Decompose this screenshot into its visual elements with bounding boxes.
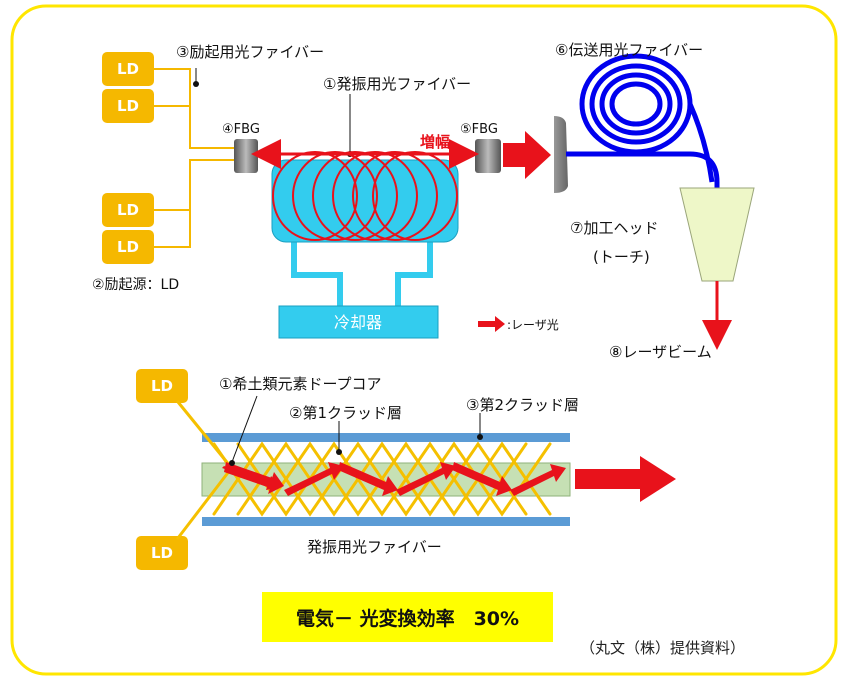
svg-text:LD: LD — [117, 97, 139, 115]
fbg-right — [475, 139, 501, 173]
svg-text:LD: LD — [151, 544, 173, 562]
coupling-lens — [554, 116, 568, 193]
pump-fibers — [154, 68, 240, 248]
processing-head-label: ⑦加工ヘッド — [570, 219, 658, 237]
delivery-fiber — [566, 53, 720, 188]
output-arrow — [503, 131, 551, 179]
ld-box-3: LD — [102, 193, 154, 227]
svg-text:LD: LD — [117, 238, 139, 256]
delivery-fiber-label: ⑥伝送用光ファイバー — [555, 41, 703, 59]
ld-box-6: LD — [136, 536, 188, 570]
pump-light-rays — [176, 400, 552, 540]
ld-box-5: LD — [136, 369, 188, 403]
fiber-output-arrow — [575, 456, 676, 502]
cooler-label: 冷却器 — [334, 313, 382, 332]
svg-text:LD: LD — [117, 201, 139, 219]
fiber-caption: 発振用光ファイバー — [307, 538, 442, 556]
laser-legend-arrow — [478, 316, 505, 332]
cooler-pipes — [291, 238, 433, 306]
core-pointer — [231, 395, 258, 463]
processing-head — [679, 187, 755, 282]
pump-fiber-label: ③励起用光ファイバー — [176, 43, 324, 61]
laser-beam-label: ⑧レーザビーム — [609, 343, 712, 361]
fbg-left-label: ④FBG — [222, 122, 260, 137]
ld-box-2: LD — [102, 89, 154, 123]
svg-text:LD: LD — [117, 60, 139, 78]
laser-legend-label: :レーザ光 — [507, 318, 559, 332]
pump-source-label: ②励起源：LD — [92, 277, 179, 293]
core-label: ①希土類元素ドープコア — [219, 375, 382, 393]
osc-fiber-label: ①発振用光ファイバー — [323, 75, 471, 93]
core-laser-light — [222, 462, 566, 496]
fiber-outer-bottom — [202, 517, 570, 526]
ld-box-4: LD — [102, 230, 154, 264]
cooler-box — [278, 305, 439, 339]
efficiency-banner: 電気－ 光変換効率 30% — [262, 592, 553, 642]
svg-text:LD: LD — [151, 377, 173, 395]
fbg-left — [234, 139, 258, 173]
fiber-outer-top — [202, 433, 570, 442]
amplification-label: 増幅 — [420, 133, 450, 151]
ld-box-1: LD — [102, 52, 154, 86]
processing-head-sub-label: (トーチ) — [593, 248, 650, 266]
clad1-label: ②第1クラッド層 — [289, 404, 402, 422]
source-credit: （丸文（株）提供資料） — [580, 639, 746, 657]
fbg-right-label: ⑤FBG — [460, 122, 498, 137]
clad2-label: ③第2クラッド層 — [466, 396, 579, 414]
